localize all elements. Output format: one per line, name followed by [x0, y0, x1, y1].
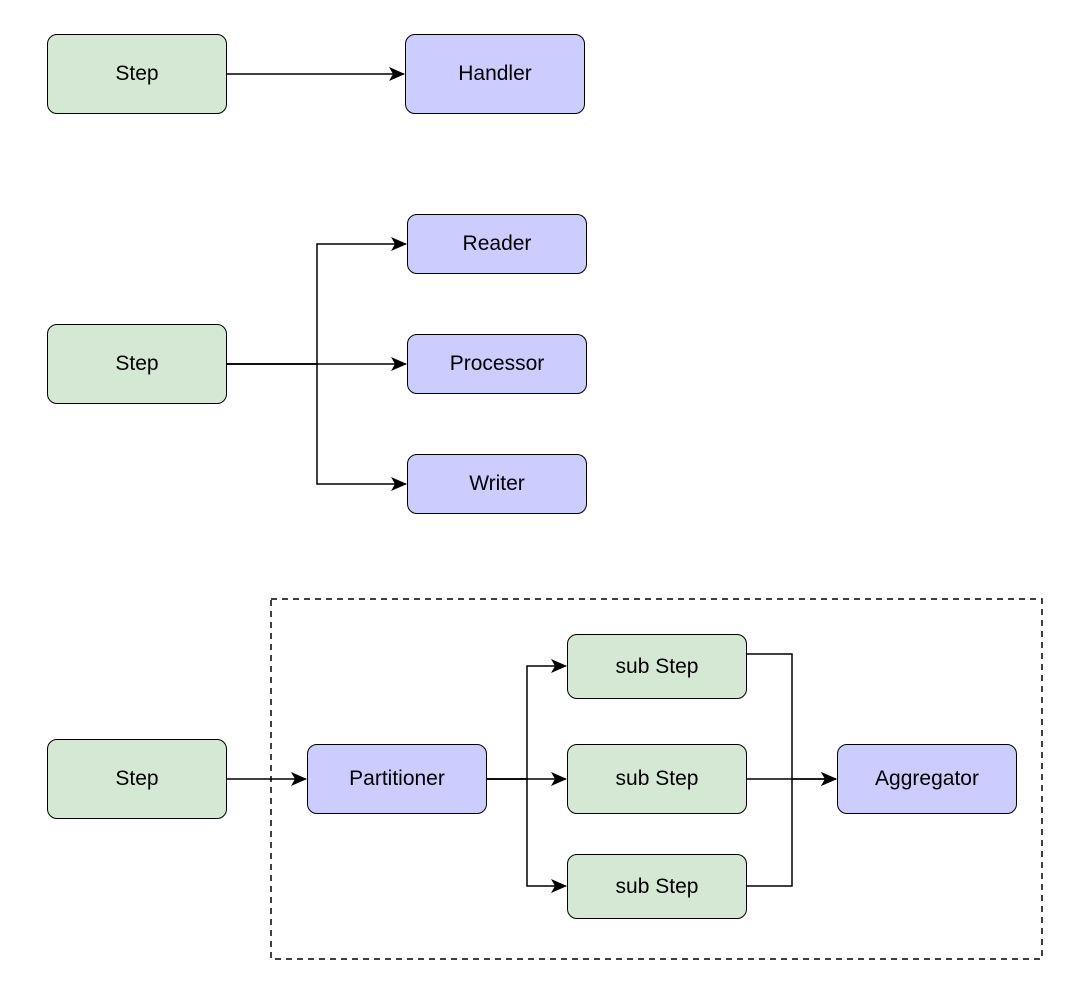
- processor-node-label: Processor: [449, 352, 545, 375]
- aggregator-node-label: Aggregator: [875, 767, 979, 790]
- writer-node[interactable]: Writer: [407, 454, 587, 514]
- sub-step-node-3-label: sub Step: [615, 874, 699, 898]
- partitioner-node-label: Partitioner: [349, 767, 445, 790]
- edge-step-to-reader: [227, 237, 407, 365]
- processor-node[interactable]: Processor: [407, 334, 587, 394]
- sub-step-node-1-label: sub Step: [615, 654, 699, 678]
- handler-node[interactable]: Handler: [405, 34, 585, 114]
- step-node-1[interactable]: Step: [47, 34, 227, 114]
- reader-node-label: Reader: [462, 232, 532, 255]
- handler-node-label: Handler: [458, 62, 532, 85]
- step-node-1-label: Step: [115, 62, 159, 85]
- sub-step-node-2[interactable]: sub Step: [567, 744, 747, 814]
- reader-node[interactable]: Reader: [407, 214, 587, 274]
- edge-sub-step-3-to-aggregator: [747, 779, 793, 887]
- step-node-3-label: Step: [115, 767, 159, 790]
- aggregator-node[interactable]: Aggregator: [837, 744, 1017, 814]
- step-node-2[interactable]: Step: [47, 324, 227, 404]
- step-node-2-label: Step: [115, 352, 159, 375]
- edge-partitioner-to-sub-step-1: [487, 659, 567, 780]
- edge-partitioner-to-sub-step-3: [487, 778, 567, 893]
- edge-sub-step-1-to-aggregator: [747, 653, 837, 786]
- sub-step-node-1[interactable]: sub Step: [567, 634, 747, 699]
- sub-step-node-2-label: sub Step: [615, 767, 699, 790]
- sub-step-node-3[interactable]: sub Step: [567, 854, 747, 919]
- writer-node-label: Writer: [469, 472, 525, 495]
- edge-step-to-writer: [227, 363, 407, 491]
- step-node-3[interactable]: Step: [47, 739, 227, 819]
- partitioner-node[interactable]: Partitioner: [307, 744, 487, 814]
